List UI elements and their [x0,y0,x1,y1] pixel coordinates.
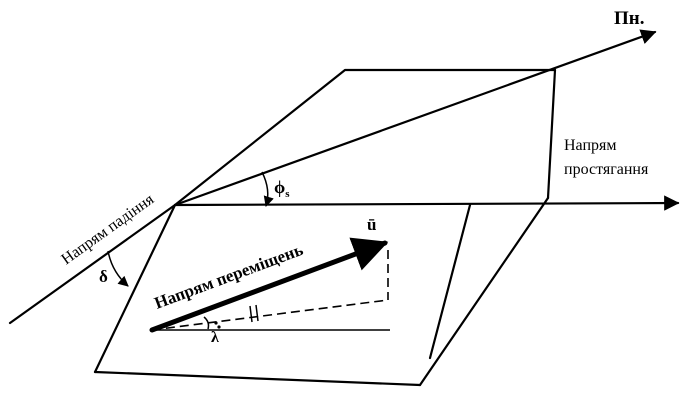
block-right-lower-edge [418,196,550,387]
delta-label: δ [99,267,108,286]
fault-plane-right-edge [428,203,472,360]
strike-label-line2: простягання [564,161,649,178]
delta-angle-arc [107,250,129,287]
north-label: Пн. [614,8,644,29]
lambda-label: λ [211,329,219,346]
strike-label-line1: Напрям [564,137,617,154]
phi-label: ϕs [274,177,290,200]
parallel-mark-2 [255,304,259,322]
lambda-angle-arc [203,316,210,330]
lambda-dot-1 [214,321,218,325]
block-bottom-edge [93,370,422,387]
block-right-vertical-edge [546,68,557,200]
north-direction-line [173,29,657,207]
vector-projection-dashed [151,299,389,331]
block-left-edge [93,203,177,374]
phi-symbol: ϕ [274,177,285,197]
block-top-back-edge [173,68,557,207]
parallel-mark-1 [249,305,253,323]
dip-direction-line [8,203,177,325]
vector-label: ū [367,215,376,234]
lambda-dot-2 [217,325,221,329]
strike-direction-line [173,195,680,211]
phi-subscript: s [285,188,290,200]
displacement-vector [149,237,389,333]
phi-angle-arc [261,171,274,208]
